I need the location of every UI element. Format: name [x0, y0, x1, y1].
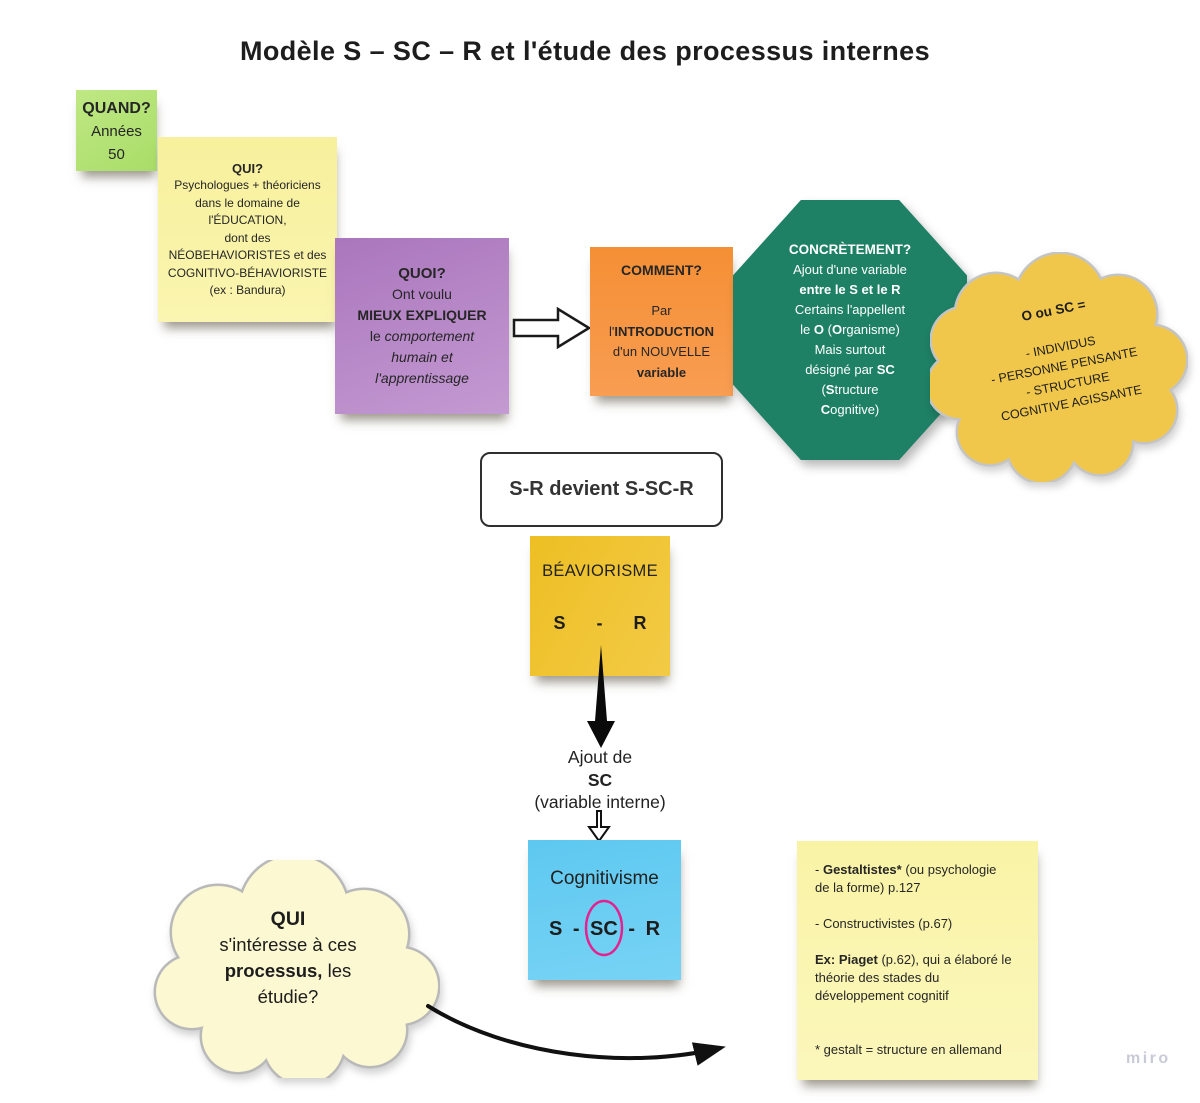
- behaviorisme-title: BÉAVIORISME: [542, 562, 658, 580]
- behaviorisme-formula: S - R: [553, 613, 647, 633]
- cloud-fill: [930, 254, 1186, 482]
- cognitivisme-title: Cognitivisme: [550, 868, 659, 889]
- sticky-note-behaviorisme[interactable]: BÉAVIORISME S - R: [530, 536, 670, 676]
- cloud-fill: [156, 860, 438, 1078]
- pink-ellipse-highlight: [584, 899, 624, 957]
- board-title[interactable]: Modèle S – SC – R et l'étude des process…: [239, 36, 931, 66]
- miro-logo[interactable]: miro: [1126, 1050, 1171, 1067]
- label-box-sr-devient[interactable]: S-R devient S-SC-R: [480, 452, 723, 527]
- arrow-down-small-outline[interactable]: [586, 810, 614, 844]
- arrow-down-thick[interactable]: [581, 643, 621, 751]
- sr-box-label: S-R devient S-SC-R: [509, 478, 694, 500]
- sticky-note-cognitivisme[interactable]: Cognitivisme S - SC - R: [528, 840, 681, 980]
- cloud-shape-o-sc[interactable]: [930, 252, 1188, 482]
- curved-connector-arrow[interactable]: [418, 998, 753, 1070]
- cognitivisme-formula: S - SC - R: [548, 918, 661, 940]
- cloud-shape-qui[interactable]: [148, 860, 440, 1078]
- block-arrow-right-shape[interactable]: [512, 306, 592, 350]
